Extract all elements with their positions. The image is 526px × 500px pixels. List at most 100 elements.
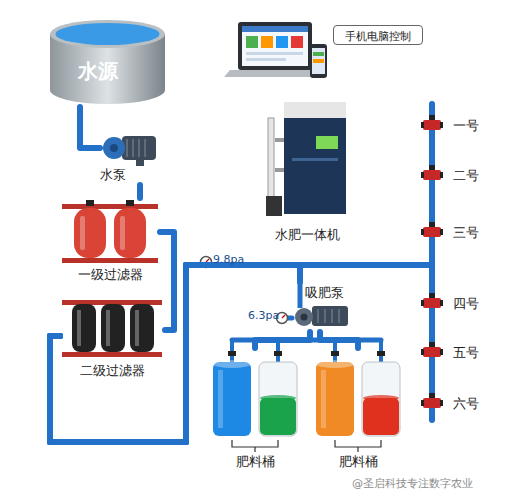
graphic-part <box>301 314 308 321</box>
graphic-part <box>421 300 424 306</box>
graphic-part <box>74 208 106 258</box>
graphic-part <box>228 351 236 356</box>
graphic-part <box>62 352 162 357</box>
graphic-part <box>363 395 399 401</box>
laptop-illustration <box>224 22 326 77</box>
water-pipe <box>255 332 310 348</box>
node-label: 二号 <box>453 167 479 185</box>
water-pipe <box>50 265 432 442</box>
watermark: @圣启科技专注数字农业 <box>352 476 473 491</box>
graphic-part <box>423 298 441 308</box>
graphic-part <box>335 440 381 452</box>
graphic-part <box>363 398 399 435</box>
node-label: 水肥一体机 <box>262 226 352 244</box>
graphic-part <box>246 52 303 55</box>
graphic-part <box>313 52 324 56</box>
graphic-part <box>429 393 435 398</box>
graphic-part <box>429 104 435 115</box>
water-tank: 水源 <box>45 12 170 107</box>
node-label: 六号 <box>453 395 479 413</box>
graphic-part <box>103 137 125 159</box>
water-pipe <box>50 265 432 442</box>
water-pipe <box>50 136 432 442</box>
valve-symbol <box>420 341 444 363</box>
water-pipe <box>160 232 174 330</box>
water-pipe <box>320 332 358 348</box>
graphic-part <box>440 229 443 235</box>
valve-symbol <box>420 221 444 243</box>
node-label: 水源 <box>78 58 118 85</box>
pressure-reading: 6.3pa <box>248 309 279 322</box>
graphic-part <box>429 222 435 227</box>
graphic-part <box>423 347 441 357</box>
graphic-part <box>242 26 308 32</box>
graphic-part <box>120 216 125 250</box>
water-pipe <box>50 265 432 442</box>
node-label: 手机电脑控制 <box>334 29 422 44</box>
zone-valve: 五号 <box>420 341 490 363</box>
graphic-part <box>316 136 338 149</box>
graphic-part <box>421 229 424 235</box>
zone-valve: 三号 <box>420 221 490 243</box>
graphic-part <box>80 216 85 250</box>
node-label: 五号 <box>453 344 479 362</box>
water-pipe <box>50 243 432 442</box>
fertigation-machine: 水肥一体机 <box>262 98 352 250</box>
fertilizer-bucket-pair: 肥料桶 <box>205 348 305 473</box>
graphic-part <box>136 160 144 166</box>
graphic-part <box>266 196 282 216</box>
graphic-part <box>421 349 424 355</box>
graphic-part <box>440 172 443 178</box>
graphic-part <box>230 340 234 349</box>
secondary-filter: 二级过滤器 <box>60 296 165 382</box>
graphic-part <box>275 168 284 172</box>
graphic-part <box>423 398 441 408</box>
zone-valve: 六号 <box>420 392 490 414</box>
graphic-part <box>282 315 285 318</box>
graphic-part <box>421 400 424 406</box>
valve-symbol <box>420 292 444 314</box>
graphic-part <box>377 351 385 356</box>
zone-valve: 二号 <box>420 164 490 186</box>
phone-illustration <box>310 44 327 78</box>
graphic-part <box>423 170 441 180</box>
graphic-part <box>429 342 435 347</box>
graphic-part <box>138 139 140 157</box>
graphic-part <box>331 309 333 323</box>
graphic-part <box>313 59 324 63</box>
node-label: 三号 <box>453 224 479 242</box>
graphic-part <box>429 165 435 170</box>
graphic-part <box>50 20 165 48</box>
graphic-part <box>362 362 400 436</box>
graphic-part <box>126 139 128 157</box>
graphic-part <box>429 115 435 120</box>
graphic-part <box>440 349 443 355</box>
graphic-part <box>295 308 313 326</box>
water-pipe <box>137 185 143 198</box>
graphic-part <box>132 139 134 157</box>
graphic-part <box>316 362 354 436</box>
graphic-part <box>86 200 94 206</box>
node-label: 一级过滤器 <box>60 266 160 284</box>
water-pipe <box>50 186 432 442</box>
graphic-part <box>429 413 435 420</box>
graphic-part <box>72 304 96 352</box>
node-label: 水泵 <box>100 166 126 184</box>
graphic-part <box>260 398 296 435</box>
graphic-part <box>274 351 282 356</box>
graphic-part <box>77 310 81 346</box>
graphic-part <box>275 138 284 142</box>
graphic-part <box>338 309 340 323</box>
graphic-part <box>312 48 325 74</box>
water-pump: 水泵 <box>100 130 158 185</box>
primary-filter: 一级过滤器 <box>60 198 160 286</box>
valve-symbol <box>420 164 444 186</box>
control-label-box: 手机电脑控制 <box>333 25 423 45</box>
graphic-part <box>62 204 158 209</box>
graphic-part <box>101 304 125 352</box>
graphic-part <box>324 309 326 323</box>
graphic-part <box>423 120 441 130</box>
graphic-part <box>292 158 338 161</box>
graphic-part <box>232 440 278 452</box>
